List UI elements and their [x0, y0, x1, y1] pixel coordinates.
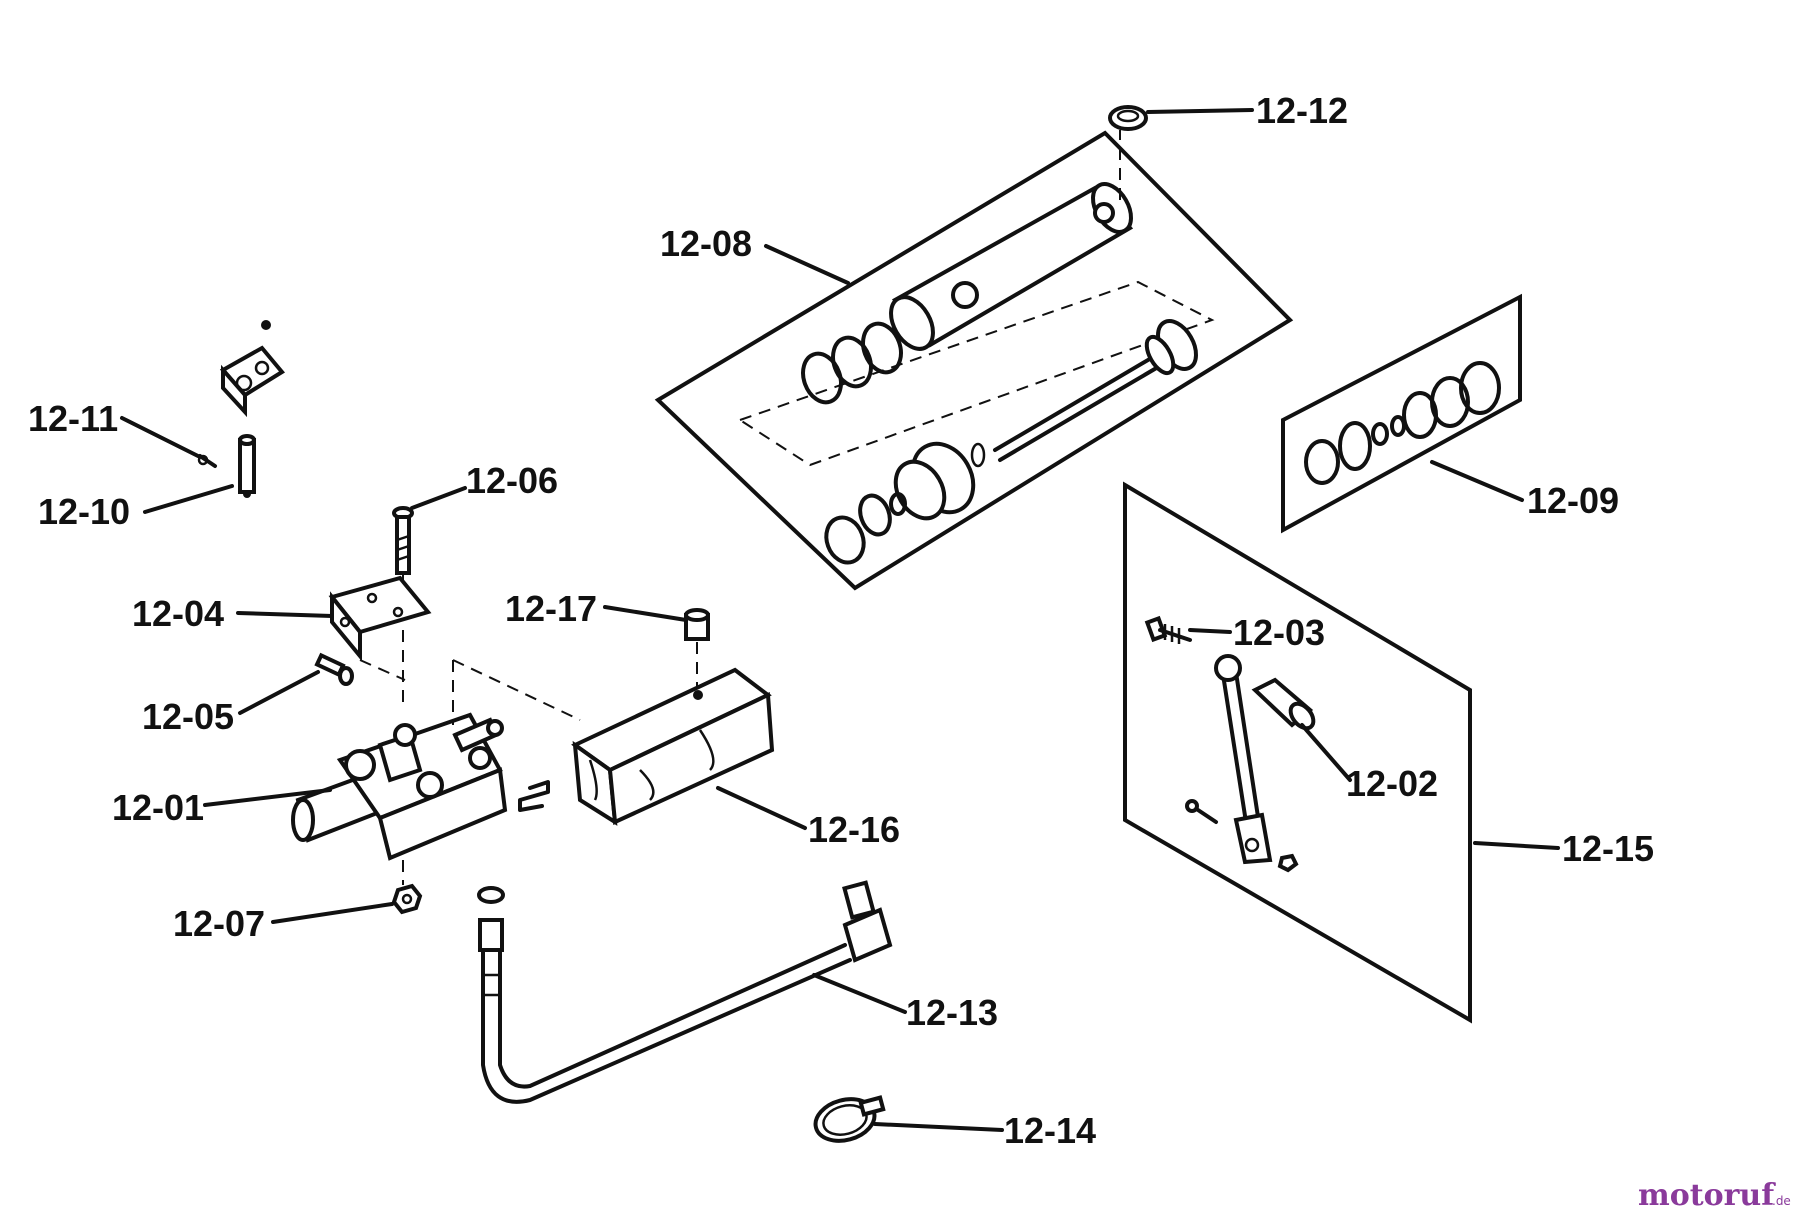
watermark-suffix: .de	[1772, 1194, 1791, 1208]
label-12-08: 12-08	[660, 223, 752, 264]
washer	[1390, 415, 1406, 437]
clevis-pin	[238, 438, 256, 494]
label-12-03: 12-03	[1233, 612, 1325, 653]
label-12-09: 12-09	[1527, 480, 1619, 521]
label-12-01: 12-01	[112, 787, 204, 828]
watermark-logo: motoruf .de	[1638, 1178, 1791, 1213]
lock-nut	[1277, 853, 1299, 873]
s-clip	[518, 780, 550, 812]
label-12-05: 12-05	[142, 696, 234, 737]
cylinder-barrel	[889, 130, 1134, 351]
o-ring	[861, 321, 903, 375]
label-12-12: 12-12	[1256, 90, 1348, 131]
part-labels: 12-12 12-08 12-09 12-03 12-02 12-15 12-1…	[28, 90, 1654, 1151]
label-12-04: 12-04	[132, 593, 224, 634]
clevis-assembly	[197, 320, 286, 498]
valve-cover	[571, 667, 775, 826]
piston-rod	[993, 319, 1198, 462]
cylinder-kit-panel	[654, 130, 1294, 591]
hydraulic-hose	[477, 880, 893, 1104]
top-seal-ring	[1108, 105, 1148, 131]
label-12-16: 12-16	[808, 809, 900, 850]
label-12-06: 12-06	[466, 460, 558, 501]
washer	[1371, 422, 1389, 446]
label-12-02: 12-02	[1346, 763, 1438, 804]
snap-ring	[1304, 439, 1340, 485]
o-ring	[1430, 376, 1470, 428]
control-lever-panel	[1123, 481, 1472, 1024]
control-valve	[291, 659, 581, 885]
mounting-bracket	[328, 575, 432, 710]
o-ring	[831, 335, 873, 389]
label-12-10: 12-10	[38, 491, 130, 532]
valve-nut	[391, 883, 423, 915]
cover-bolt	[684, 608, 710, 690]
bracket-bolt	[314, 652, 354, 686]
label-12-07: 12-07	[173, 903, 265, 944]
lever-arm	[1214, 654, 1273, 865]
hose-clamp	[813, 1095, 886, 1143]
piston-seal	[970, 442, 986, 468]
pivot-bolt	[1144, 615, 1192, 644]
washer	[889, 492, 907, 516]
o-ring	[1459, 361, 1501, 415]
mounting-bolt	[392, 506, 414, 600]
watermark-text: motoruf	[1638, 1178, 1776, 1213]
seal-ring	[1338, 421, 1372, 471]
label-12-13: 12-13	[906, 992, 998, 1033]
leader-lines	[120, 108, 1560, 1132]
seal-ring	[858, 493, 892, 537]
seal-kit-panel	[1281, 293, 1522, 534]
label-12-17: 12-17	[505, 588, 597, 629]
label-12-15: 12-15	[1562, 828, 1654, 869]
label-12-14: 12-14	[1004, 1110, 1096, 1151]
label-12-11: 12-11	[28, 398, 118, 439]
snap-ring	[824, 515, 866, 565]
o-ring	[801, 351, 843, 405]
